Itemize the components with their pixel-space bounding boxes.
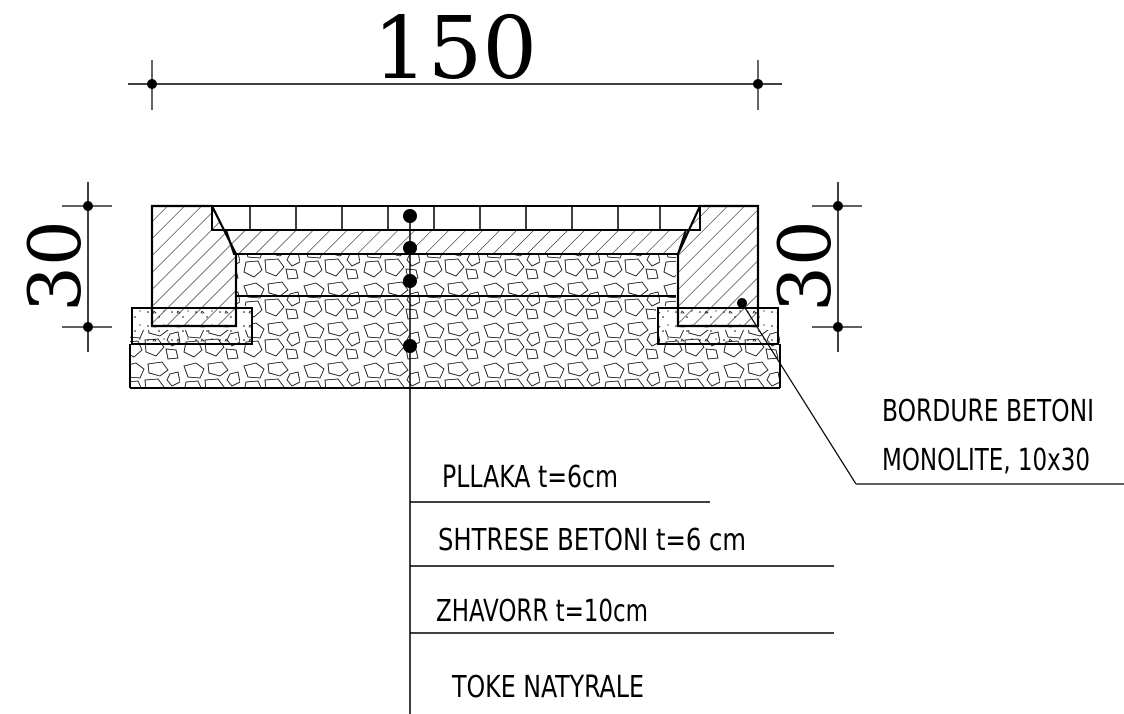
left-height-dimension: 30 [13,182,112,352]
label-tiles: PLLAKA t=6cm [442,460,618,495]
width-dimension-text: 150 [373,0,537,99]
label-gravel: ZHAVORR t=10cm [436,594,648,629]
layer-labels: PLLAKA t=6cm SHTRESE BETONI t=6 cm ZHAVO… [410,460,834,705]
label-concrete: SHTRESE BETONI t=6 cm [438,523,746,558]
gravel-layer [236,253,676,330]
width-dimension: 150 [128,0,782,110]
label-curb-line-1: BORDURE BETONI [882,394,1094,429]
curb-callout: BORDURE BETONI MONOLITE, 10x30 [737,298,1124,485]
right-curb [676,204,760,328]
left-curb [150,204,238,328]
right-height-text: 30 [763,220,847,312]
layer-leader [403,209,417,714]
right-height-dimension: 30 [763,182,862,352]
concrete-screed-layer [224,229,688,255]
label-natural-soil: TOKE NATYRALE [451,670,644,705]
paving-tiles-layer [211,205,701,231]
left-height-text: 30 [13,220,97,312]
label-curb-line-2: MONOLITE, 10x30 [882,443,1090,478]
